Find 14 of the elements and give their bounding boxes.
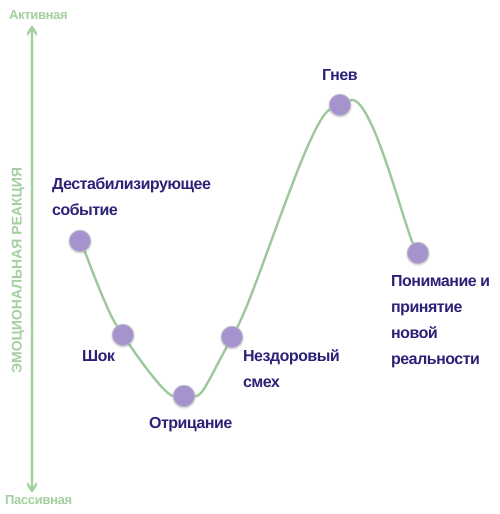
curve-segment xyxy=(236,108,331,328)
curve-segment xyxy=(83,250,118,326)
axis-bottom-label: Пассивная xyxy=(5,491,72,509)
curve-segment xyxy=(128,343,174,397)
stage-label: Гнев xyxy=(322,66,358,86)
axis-top-label: Активная xyxy=(9,6,68,24)
stage-label: Понимание и принятие новой реальности xyxy=(391,272,490,370)
stage-label: Дестабилизирующее событие xyxy=(52,175,212,221)
stage-label: Шок xyxy=(82,347,116,367)
curve-segment xyxy=(194,346,228,398)
curve-segment xyxy=(350,99,414,244)
stage-label: Нездоровый смех xyxy=(243,347,340,393)
axis-title: ЭМОЦИОНАЛЬНАЯ РЕАКЦИЯ xyxy=(8,167,26,373)
stage-label: Отрицание xyxy=(149,414,233,434)
